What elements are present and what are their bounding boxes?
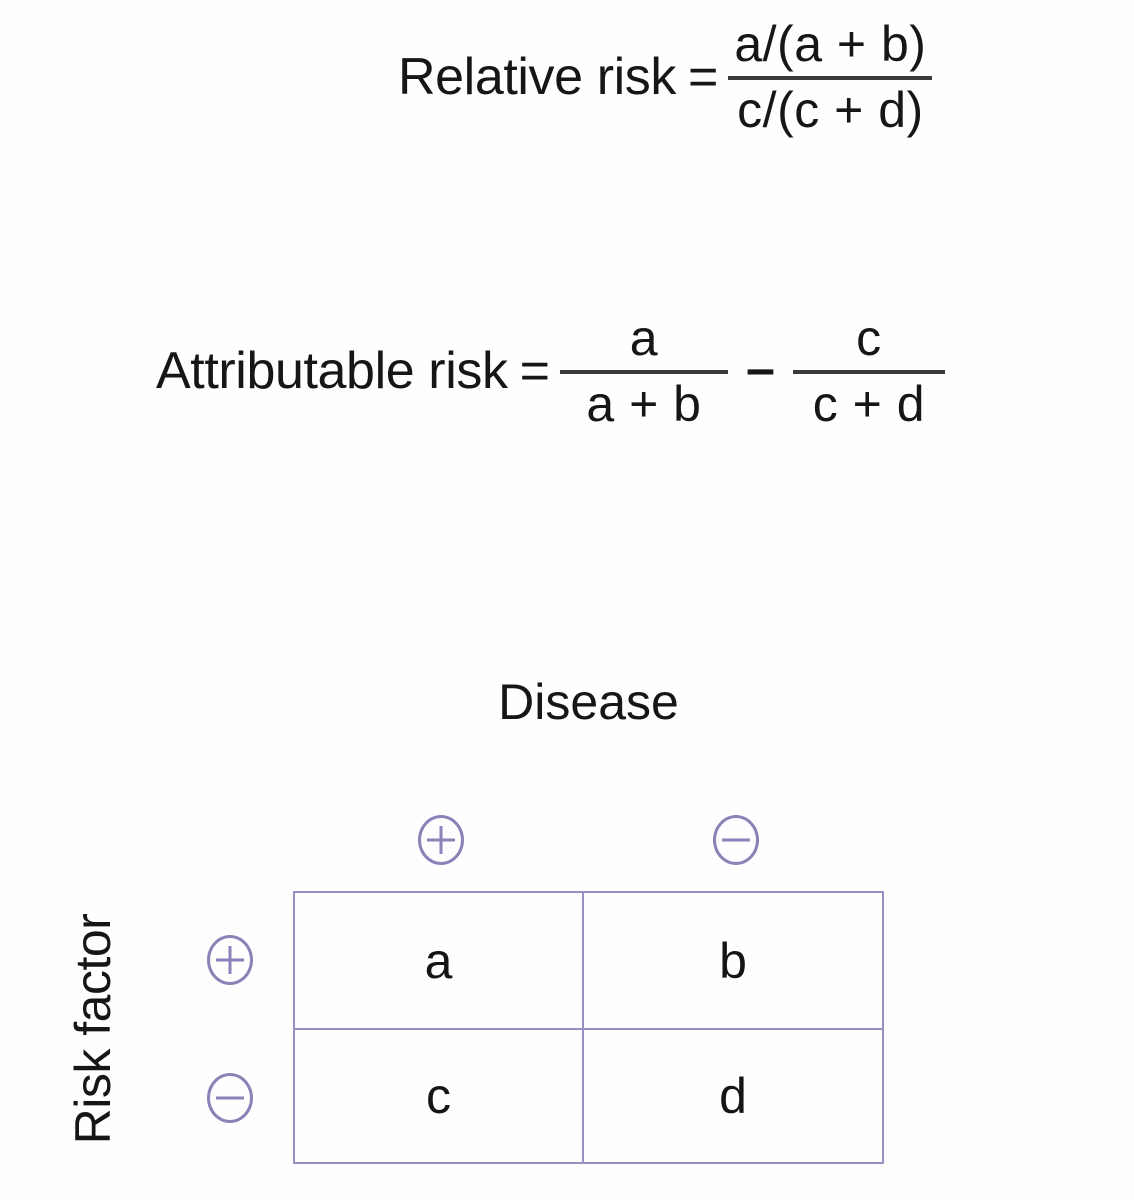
column-header-disease-positive	[293, 815, 588, 865]
contingency-table-grid: a b c d	[293, 891, 884, 1164]
attributable-risk-fraction-2: c c + d	[792, 310, 945, 432]
minus-operator: –	[745, 340, 775, 398]
circled-plus-icon	[207, 935, 253, 985]
table-cell-c: c	[295, 1030, 584, 1162]
table-cell-a: a	[295, 893, 584, 1030]
column-header-disease-negative	[588, 815, 883, 865]
circled-plus-icon	[417, 815, 464, 865]
formula-attributable-risk: Attributable risk = a a + b – c c + d	[156, 312, 945, 430]
disease-column-group-title: Disease	[498, 674, 679, 730]
row-header-risk-factor-negative	[205, 1073, 255, 1123]
attributable-risk-numerator-1: a	[629, 310, 659, 366]
table-cell-b: b	[584, 893, 882, 1030]
attributable-risk-numerator-2: c	[856, 310, 882, 366]
table-cell-d: d	[719, 1068, 747, 1124]
relative-risk-fraction: a/(a + b) c/(c + d)	[728, 16, 933, 138]
equals-sign: =	[519, 342, 550, 400]
formula-relative-risk-label: Relative risk	[398, 48, 676, 106]
risk-factor-row-group-title: Risk factor	[65, 913, 121, 1145]
contingency-table-block: Disease Risk factor a b c d	[0, 655, 1134, 1185]
attributable-risk-denominator-2: c + d	[812, 376, 926, 432]
relative-risk-numerator: a/(a + b)	[734, 16, 927, 72]
fraction-bar	[792, 370, 945, 374]
circled-minus-icon	[712, 815, 759, 865]
fraction-bar	[559, 370, 728, 374]
row-header-risk-factor-positive	[205, 935, 255, 985]
equals-sign: =	[687, 48, 719, 106]
fraction-bar	[728, 76, 933, 80]
relative-risk-denominator: c/(c + d)	[737, 82, 924, 138]
attributable-risk-denominator-1: a + b	[586, 376, 702, 432]
circled-minus-icon	[207, 1073, 253, 1123]
attributable-risk-fraction-1: a a + b	[559, 310, 728, 432]
formula-attributable-risk-label: Attributable risk	[156, 342, 508, 400]
formula-relative-risk: Relative risk = a/(a + b) c/(c + d)	[398, 16, 933, 138]
